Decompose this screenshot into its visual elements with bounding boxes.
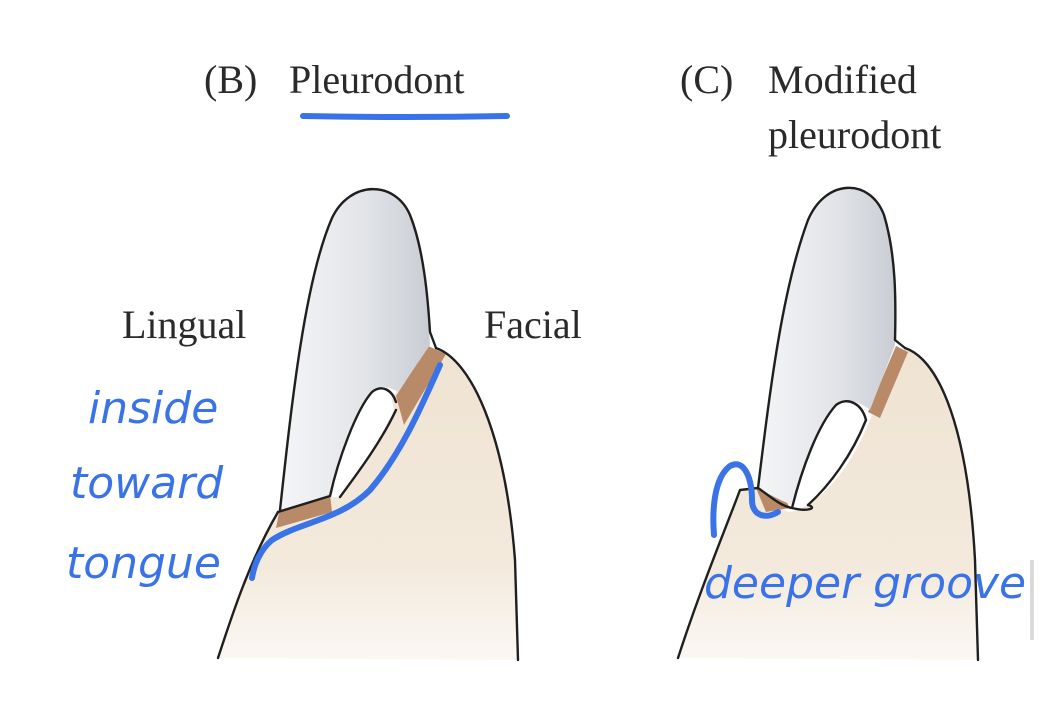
- jaw-bone-b: [218, 348, 518, 660]
- annotation-trace-b: [249, 362, 443, 581]
- pulp-cavity-b: [332, 390, 394, 497]
- pulp-cavity-c: [796, 403, 864, 505]
- annotation-deeper-groove: deeper groove: [704, 558, 1026, 609]
- jaw-bone-c: [678, 348, 978, 660]
- annotation-line-3: tongue: [66, 538, 221, 589]
- panel-c-letter: (C): [680, 57, 733, 102]
- scrollbar-thumb[interactable]: [1030, 560, 1034, 640]
- annotation-line-2: toward: [70, 458, 224, 509]
- facial-label: Facial: [484, 302, 582, 347]
- panel-modified-pleurodont: (C) Modified pleurodont deeper groove: [676, 57, 1026, 662]
- attachment-tissue-b: [276, 346, 446, 528]
- tooth-crown-b: [280, 189, 430, 510]
- lingual-label: Lingual: [122, 302, 246, 347]
- panel-b-letter: (B): [204, 57, 257, 102]
- annotation-trace-c: [710, 461, 781, 538]
- panel-b-title: Pleurodont: [289, 57, 465, 102]
- annotation-line-1: inside: [88, 383, 218, 434]
- panel-c-title-line2: pleurodont: [768, 112, 941, 157]
- attachment-tissue-c: [756, 346, 908, 512]
- tooth-crown-c: [758, 187, 896, 505]
- panel-pleurodont: (B) Pleurodont Lingual Facial inside tow…: [66, 57, 582, 662]
- panel-c-title-line1: Modified: [768, 57, 917, 102]
- title-underline-mark: [300, 113, 510, 120]
